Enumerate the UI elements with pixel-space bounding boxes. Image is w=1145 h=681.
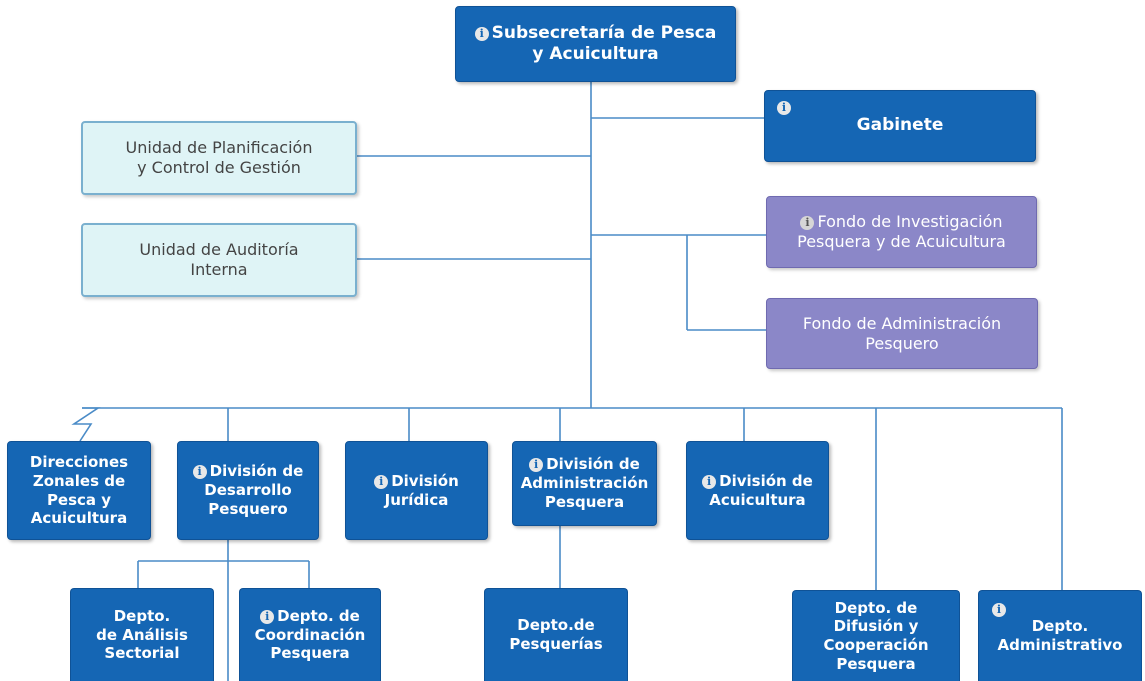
auditoria-label: Unidad de Auditoría Interna bbox=[139, 240, 299, 279]
depto-coordinacion-label: Depto. de Coordinación Pesquera bbox=[254, 606, 366, 663]
subsecretaria-label: Subsecretaría de Pesca y Acuicultura bbox=[491, 22, 717, 64]
planificacion-label: Unidad de Planificación y Control de Ges… bbox=[125, 138, 313, 177]
depto-difusion-label: Depto. de Difusión y Cooperación Pesquer… bbox=[823, 598, 929, 673]
info-icon[interactable]: i bbox=[474, 26, 489, 41]
gabinete-box[interactable]: i Gabinete bbox=[764, 90, 1036, 162]
division-juridica-label: División Jurídica bbox=[384, 471, 459, 509]
fondo-administracion-label: Fondo de Administración Pesquero bbox=[802, 313, 1002, 353]
depto-analisis-label: Depto. de Análisis Sectorial bbox=[96, 606, 188, 663]
planificacion-box[interactable]: Unidad de Planificación y Control de Ges… bbox=[81, 121, 357, 195]
info-icon[interactable]: i bbox=[702, 474, 717, 489]
fondo-investigacion-label: Fondo de Investigación Pesquera y de Acu… bbox=[797, 212, 1006, 251]
direcciones-zonales-box[interactable]: Direcciones Zonales de Pesca y Acuicultu… bbox=[7, 441, 151, 540]
info-icon[interactable]: i bbox=[800, 215, 815, 230]
depto-analisis-box[interactable]: Depto. de Análisis Sectorial bbox=[70, 588, 214, 681]
depto-difusion-box[interactable]: Depto. de Difusión y Cooperación Pesquer… bbox=[792, 590, 960, 681]
gabinete-label: Gabinete bbox=[856, 115, 944, 136]
depto-pesquerias-box[interactable]: Depto.de Pesquerías bbox=[484, 588, 628, 681]
direcciones-zonales-label: Direcciones Zonales de Pesca y Acuicultu… bbox=[29, 453, 129, 528]
division-acuicultura-label: División de Acuicultura bbox=[709, 471, 813, 509]
info-icon[interactable]: i bbox=[260, 609, 275, 624]
info-icon[interactable]: i bbox=[529, 458, 544, 473]
depto-administrativo-box[interactable]: i Depto. Administrativo bbox=[978, 590, 1142, 681]
info-icon[interactable]: i bbox=[192, 465, 207, 480]
depto-pesquerias-label: Depto.de Pesquerías bbox=[509, 616, 603, 653]
depto-administrativo-label: Depto. Administrativo bbox=[997, 617, 1123, 654]
info-icon[interactable]: i bbox=[777, 101, 791, 115]
auditoria-box[interactable]: Unidad de Auditoría Interna bbox=[81, 223, 357, 297]
info-icon[interactable]: i bbox=[992, 603, 1006, 617]
fondo-administracion-box[interactable]: Fondo de Administración Pesquero bbox=[766, 298, 1038, 369]
connector-zigzag bbox=[71, 407, 101, 442]
info-icon[interactable]: i bbox=[374, 474, 389, 489]
division-administracion-label: División de Administración Pesquera bbox=[520, 455, 649, 511]
division-desarrollo-label: División de Desarrollo Pesquero bbox=[204, 462, 304, 518]
